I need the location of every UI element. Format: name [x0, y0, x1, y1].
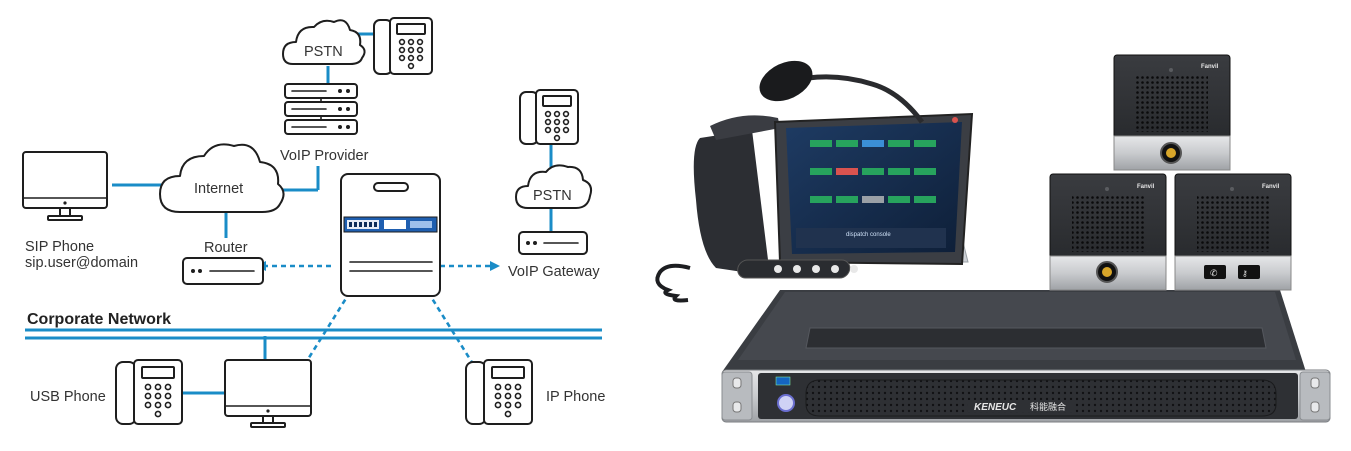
- sip-address-label: sip.user@domain: [25, 255, 138, 271]
- intercom-call-glyph: ✆: [1210, 268, 1218, 278]
- intercom-top-image: Fanvil: [1113, 54, 1231, 171]
- pc-monitor-icon: [224, 359, 312, 428]
- internet-label: Internet: [194, 181, 243, 197]
- intercom-right-brand: Fanvil: [1262, 184, 1280, 190]
- desk-video-phone-image: dispatch console: [655, 60, 974, 303]
- pstn-right-label: PSTN: [533, 188, 572, 204]
- ip-phone-icon: [465, 359, 533, 425]
- desk-phone-screen-label: dispatch console: [846, 232, 891, 238]
- intercom-key-glyph: ⚷: [1242, 269, 1248, 278]
- intercom-left-image: Fanvil: [1049, 173, 1167, 291]
- server-brand-label: KENEUC: [974, 402, 1017, 413]
- router-label: Router: [204, 240, 248, 256]
- desk-phone-right-icon: [519, 89, 579, 145]
- sip-phone-monitor-icon: [22, 151, 108, 221]
- ip-phone-label: IP Phone: [546, 389, 605, 405]
- pstn-cloud-top: PSTN: [282, 19, 366, 65]
- voip-gateway-label: VoIP Gateway: [508, 264, 600, 280]
- usb-phone-icon: [115, 359, 183, 425]
- intercom-top-brand: Fanvil: [1201, 64, 1219, 70]
- pbx-server-icon: [340, 173, 441, 297]
- voip-gateway-icon: [518, 231, 588, 255]
- rack-server-image: KENEUC 科能融合: [721, 290, 1331, 423]
- voip-provider-label: VoIP Provider: [280, 148, 369, 164]
- voip-provider-server-icon: [284, 83, 358, 135]
- intercom-right-image: Fanvil ✆ ⚷: [1174, 173, 1292, 291]
- usb-phone-label: USB Phone: [30, 389, 106, 405]
- internet-cloud: Internet: [159, 143, 285, 213]
- router-icon: [182, 257, 264, 285]
- pstn-cloud-right: PSTN: [515, 164, 593, 209]
- pstn-top-label: PSTN: [304, 44, 343, 60]
- intercom-left-brand: Fanvil: [1137, 184, 1155, 190]
- desk-phone-top-icon: [373, 17, 433, 75]
- sip-phone-label: SIP Phone: [25, 239, 94, 255]
- corporate-network-label: Corporate Network: [27, 311, 171, 328]
- server-brand-cn-label: 科能融合: [1030, 401, 1066, 412]
- corporate-network-bus: [25, 328, 602, 340]
